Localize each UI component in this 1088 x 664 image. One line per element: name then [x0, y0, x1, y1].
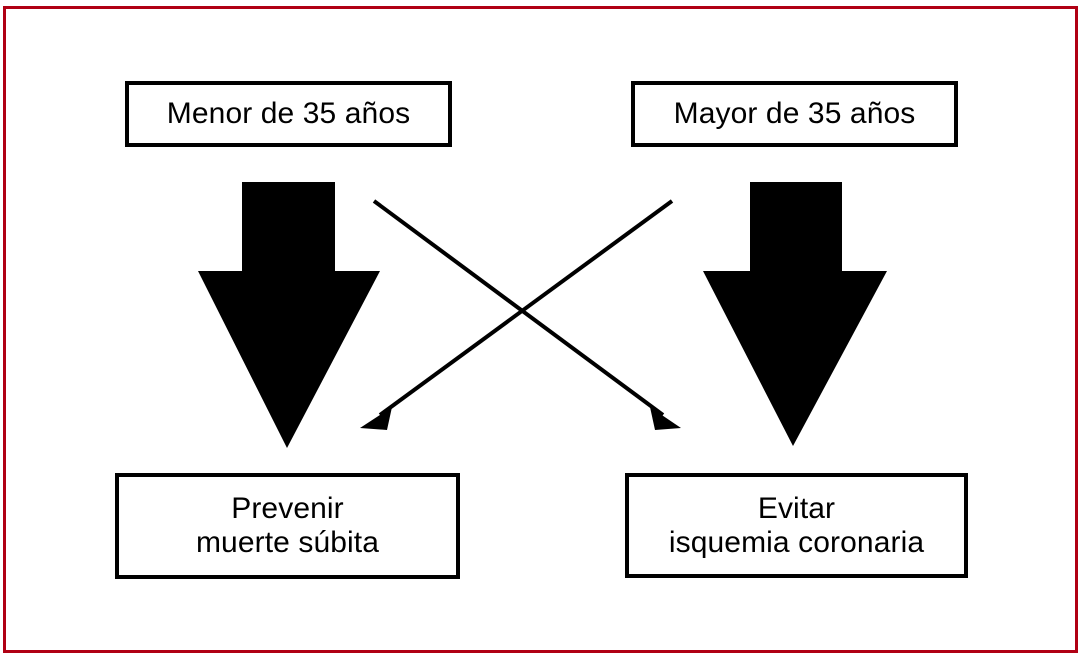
node-box-mayor-35[interactable]: Mayor de 35 años: [631, 81, 958, 147]
thick-down-arrow-icon-right: [695, 182, 895, 454]
thick-down-arrow-icon-left: [190, 182, 390, 454]
cross-arrows-group: [350, 185, 690, 440]
node-label-menor-35: Menor de 35 años: [166, 97, 411, 131]
node-label-mayor-35: Mayor de 35 años: [673, 97, 916, 131]
node-box-prevenir-muerte-subita[interactable]: Prevenir muerte súbita: [115, 473, 460, 579]
node-box-evitar-isquemia-coronaria[interactable]: Evitar isquemia coronaria: [625, 473, 968, 578]
cross-arrow-down-right: [372, 199, 681, 430]
node-label-prevenir-muerte-subita: Prevenir muerte súbita: [195, 492, 380, 559]
node-label-evitar-isquemia-coronaria: Evitar isquemia coronaria: [668, 491, 925, 559]
cross-arrow-down-left: [360, 199, 674, 430]
node-box-menor-35[interactable]: Menor de 35 años: [125, 81, 452, 147]
